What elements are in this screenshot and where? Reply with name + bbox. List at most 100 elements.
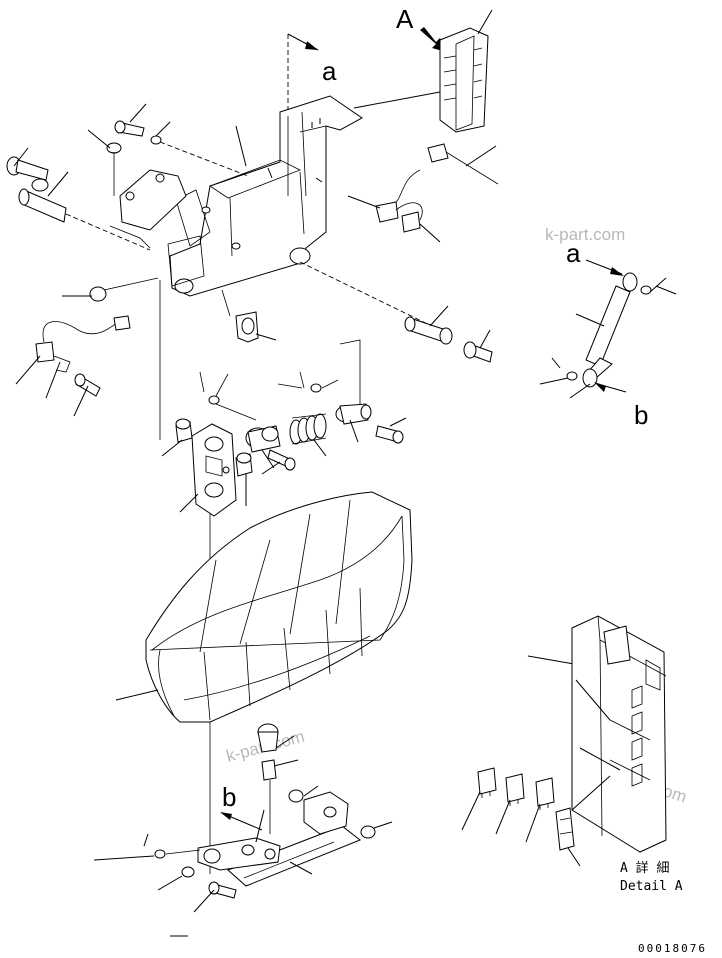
leader-line <box>575 679 611 721</box>
leader-line <box>339 339 361 404</box>
leader-line <box>267 167 273 179</box>
spring-seat <box>335 403 372 425</box>
leader-line <box>539 377 569 385</box>
arrow-head-icon <box>594 382 606 392</box>
leader-line <box>215 373 229 397</box>
assembly-line <box>65 213 151 251</box>
mounting-plate <box>109 169 187 249</box>
leader-line <box>347 195 381 209</box>
arrow-b-label-right: b <box>634 400 648 430</box>
leader-line <box>93 855 155 861</box>
leader-line <box>527 655 575 665</box>
washer <box>208 395 220 405</box>
leader-line <box>235 125 247 167</box>
leader-line <box>429 305 449 327</box>
leader-line <box>193 889 215 913</box>
pin <box>404 316 453 345</box>
bushing <box>175 418 193 443</box>
leader-line <box>567 847 581 867</box>
proximity-sensor <box>35 277 159 373</box>
bolt <box>267 449 296 471</box>
leader-line <box>571 775 611 811</box>
leader-line <box>289 861 313 875</box>
assembly-line <box>221 289 231 317</box>
bolt <box>208 881 237 899</box>
washer <box>566 371 578 381</box>
leader-line <box>13 147 29 167</box>
main-bracket <box>167 95 363 297</box>
leader-line <box>649 277 667 293</box>
arrow-a-label: a <box>322 56 337 86</box>
assembly-line <box>299 261 441 331</box>
drawing-number: 00018076 <box>638 942 707 955</box>
leader-line <box>313 439 327 457</box>
leader-line <box>129 103 147 123</box>
leader-line <box>15 355 41 385</box>
leader-line <box>551 357 561 369</box>
washer <box>154 849 166 859</box>
arrow-head-icon <box>220 812 232 820</box>
leader-line <box>575 313 605 327</box>
gas-spring <box>582 272 638 388</box>
leader-line <box>179 493 199 513</box>
leader-line <box>419 223 441 243</box>
leader-line <box>465 145 497 167</box>
leader-line <box>261 461 281 475</box>
leader-line <box>461 791 481 831</box>
washer <box>150 135 162 145</box>
leader-line <box>569 383 591 399</box>
leader-line <box>275 735 295 749</box>
sensor-block <box>303 791 349 835</box>
washer <box>310 383 322 393</box>
arrow-a-label-right: a <box>566 238 581 268</box>
wire-clip <box>235 311 259 343</box>
leader-line <box>73 385 89 417</box>
leader-line <box>143 833 149 847</box>
bushing <box>288 789 304 803</box>
knob <box>257 723 279 834</box>
leader-line <box>47 171 69 197</box>
leader-line <box>155 121 171 137</box>
washer <box>640 285 652 295</box>
leader-line <box>277 383 303 389</box>
bolt <box>6 156 49 181</box>
base-plate <box>227 825 361 887</box>
leader-line <box>579 747 621 771</box>
watermark: k-part.com <box>545 225 625 244</box>
nut <box>360 825 376 839</box>
controller-box <box>439 9 493 133</box>
bushing <box>181 866 195 878</box>
leader-line <box>353 91 441 109</box>
bolt <box>114 120 145 137</box>
leader-line <box>161 439 183 457</box>
view-a-label: A <box>396 4 414 34</box>
detail-a-label-en: Detail A <box>620 879 683 894</box>
leader-line <box>255 809 265 843</box>
leader-line <box>157 875 183 891</box>
relay <box>535 777 555 810</box>
leader-line <box>255 333 277 341</box>
bolt <box>375 425 404 444</box>
arrow-head-icon <box>305 41 318 50</box>
leader-line <box>45 361 61 399</box>
assembly-line <box>165 849 201 855</box>
relay <box>477 767 497 798</box>
assembly-line <box>159 141 249 177</box>
relay <box>505 773 525 806</box>
leader-line <box>495 799 511 835</box>
bushing <box>235 452 253 477</box>
leader-line <box>299 371 305 389</box>
fuse-holder <box>555 807 575 851</box>
leader-line <box>199 371 205 393</box>
leader-line <box>273 759 299 767</box>
leader-line <box>389 417 407 427</box>
pin-shaft <box>18 178 67 223</box>
leader-line <box>349 419 359 443</box>
leader-line <box>373 821 393 829</box>
leader-line <box>261 449 275 469</box>
leader-line <box>115 689 159 701</box>
link-arm <box>197 837 281 871</box>
bolt-head <box>106 142 122 154</box>
